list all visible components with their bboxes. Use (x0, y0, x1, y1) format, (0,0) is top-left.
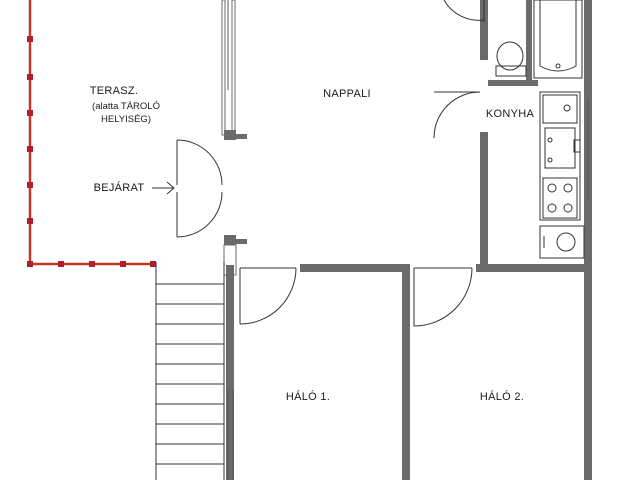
bedroom2-label: HÁLÓ 2. (479, 391, 525, 403)
staircase (155, 262, 225, 480)
entrance-door (176, 139, 223, 238)
kitchen-door (433, 91, 481, 139)
bedroom1-label: HÁLÓ 1. (285, 391, 331, 403)
terrace-note-line2: HELYISÉG) (101, 114, 151, 125)
living-room-label: NAPPALI (323, 88, 371, 100)
bathtub (533, 0, 583, 79)
terrace-title: TERASZ. (89, 85, 139, 97)
bedroom2-door (413, 267, 473, 327)
terrace-outline (27, 0, 156, 267)
entrance-label: BEJÁRAT (93, 182, 145, 194)
walls (221, 0, 592, 480)
kitchen-counter (539, 91, 585, 259)
bedroom1-door (239, 267, 297, 325)
bathroom-door (443, 0, 485, 22)
window-west (227, 0, 234, 480)
arrow-icon (152, 181, 175, 195)
terrace-note-line1: (alatta TÁROLÓ (92, 101, 160, 112)
kitchen-label: KONYHA (485, 108, 535, 120)
toilet (495, 41, 527, 77)
